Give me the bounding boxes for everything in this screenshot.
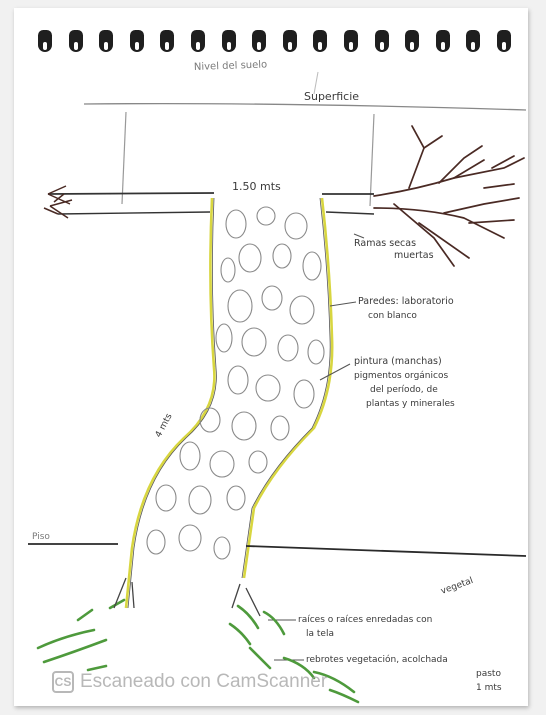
right-support-line <box>370 114 374 206</box>
label-roots-2: la tela <box>306 629 334 639</box>
label-walls-1: Paredes: laboratorio <box>358 296 454 307</box>
label-surface: Superficie <box>304 90 359 103</box>
beam-top-line <box>48 193 374 194</box>
label-paint-1: pintura (manchas) <box>354 356 442 367</box>
beam-bottom-line <box>58 212 374 214</box>
watermark-text: Escaneado con CamScanner <box>80 671 327 693</box>
label-veg-3: 1 mts <box>476 683 502 693</box>
label-veg-2: pasto <box>476 669 501 679</box>
sketch-page: Nivel del suelo Superficie 1.50 mts Rama… <box>14 8 528 706</box>
label-dead-branches-2: muertas <box>394 250 434 261</box>
label-top-faded: Nivel del suelo <box>194 59 268 73</box>
label-dead-branches-1: Ramas secas <box>354 238 416 249</box>
shaft-right-edge <box>244 198 332 578</box>
top-surface-line <box>84 104 526 110</box>
label-left-vertical: 4 mts <box>154 412 175 440</box>
left-support-line <box>122 112 126 204</box>
label-roots-annot: vegetal <box>440 576 475 597</box>
sketch-drawing: Nivel del suelo Superficie 1.50 mts Rama… <box>14 8 528 706</box>
camscanner-watermark: CS Escaneado con CamScanner <box>52 671 327 693</box>
ground-line <box>28 544 526 556</box>
camscanner-logo-icon: CS <box>52 671 74 693</box>
shaft-stones <box>147 207 324 559</box>
label-ground: Piso <box>32 532 50 542</box>
label-roots-1: raíces o raíces enredadas con <box>298 615 432 625</box>
label-paint-2: pigmentos orgánicos <box>354 371 448 381</box>
shaft-left-edge <box>126 198 214 608</box>
label-paint-4: plantas y minerales <box>366 399 455 409</box>
label-veg-1: rebrotes vegetación, acolchada <box>306 654 448 665</box>
label-walls-2: con blanco <box>368 311 417 321</box>
label-paint-3: del período, de <box>370 385 438 395</box>
label-width: 1.50 mts <box>232 180 281 193</box>
root-strokes <box>114 578 260 616</box>
